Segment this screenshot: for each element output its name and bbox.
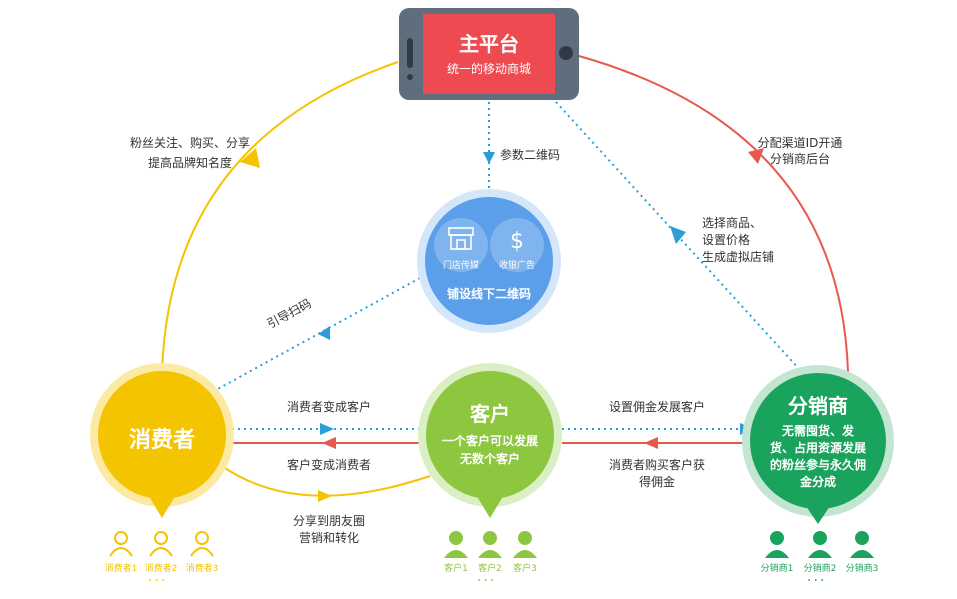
set-commission-label: 设置佣金发展客户	[608, 400, 705, 414]
select-label-line2: 设置价格	[702, 233, 751, 247]
select-label-line1: 选择商品、	[702, 216, 763, 230]
distributor-person-icons	[765, 531, 874, 558]
customer-person-label: 客户3	[513, 564, 537, 574]
customer-node-pin	[478, 498, 502, 518]
qr-param-arrowhead	[483, 152, 495, 164]
distributor-node	[750, 373, 886, 509]
select-label-line3: 生成虚拟店铺	[702, 250, 775, 264]
share-arc	[221, 465, 431, 497]
consumer-node-pin	[150, 498, 174, 518]
distributor-person-label: 分销商2	[803, 564, 837, 574]
share-arrowhead	[318, 490, 332, 502]
guide-scan-arrowhead	[318, 326, 330, 340]
platform-subtitle: 统一的移动商城	[446, 62, 531, 76]
customer-to-consumer-arrowhead	[322, 437, 336, 449]
consumer-person-label: 消费者2	[144, 564, 178, 574]
platform-phone: 主平台 统一的移动商城	[399, 8, 579, 100]
consumer-more: ···	[148, 573, 168, 589]
platform-title: 主平台	[459, 32, 519, 56]
phone-camera	[407, 74, 413, 80]
assign-label-line1: 分配渠道ID开通	[757, 136, 843, 150]
earn-commission-line2: 得佣金	[638, 475, 675, 489]
assign-arrowhead	[748, 148, 764, 164]
customer-desc-line1: 一个客户可以发展	[441, 434, 538, 448]
select-goods-arrowhead	[670, 226, 686, 244]
share-label-line1: 分享到朋友圈	[292, 514, 365, 528]
phone-speaker	[407, 38, 413, 68]
customer-desc-line2: 无数个客户	[459, 452, 520, 466]
assign-label-line2: 分销商后台	[769, 152, 830, 166]
qr-param-label: 参数二维码	[500, 148, 561, 162]
dollar-icon: $	[510, 229, 524, 254]
customer-to-consumer-label: 客户变成消费者	[286, 458, 371, 472]
share-label-line2: 营销和转化	[298, 531, 359, 545]
consumer-to-customer-arrowhead	[320, 423, 334, 435]
distributor-desc-line4: 金分成	[799, 475, 836, 489]
distributor-desc-line3: 的粉丝参与永久佣	[769, 458, 866, 472]
earn-commission-line1: 消费者购买客户获	[608, 458, 705, 472]
customer-person-icons	[444, 531, 537, 558]
earn-commission-arrowhead	[644, 437, 658, 449]
phone-home-button	[559, 46, 573, 60]
customer-person-label: 客户1	[444, 564, 468, 574]
fans-label-line2: 提高品牌知名度	[147, 156, 232, 170]
cash-ad-icon-bg	[490, 218, 544, 272]
distributor-person-label: 分销商1	[760, 564, 794, 574]
consumer-person-label: 消费者3	[185, 564, 219, 574]
customer-person-label: 客户2	[478, 564, 502, 574]
distributor-person-label: 分销商3	[845, 564, 879, 574]
store-media-label: 门店传媒	[442, 261, 479, 271]
distributor-desc-line2: 货、占用资源发展	[769, 441, 866, 455]
guide-scan-link	[215, 277, 421, 391]
consumer-to-customer-label: 消费者变成客户	[286, 400, 371, 414]
customer-more: ···	[477, 573, 497, 589]
fans-label-line1: 粉丝关注、购买、分享	[129, 136, 250, 150]
store-icon	[448, 227, 474, 250]
distributor-node-pin	[806, 506, 830, 524]
consumer-person-label: 消费者1	[104, 564, 138, 574]
consumer-person-icons	[109, 531, 214, 557]
assign-arc	[578, 55, 849, 373]
distributor-desc-line1: 无需囤货、发	[781, 424, 854, 438]
distributor-more: ···	[807, 573, 827, 589]
customer-node	[426, 371, 554, 499]
consumer-title: 消费者	[128, 428, 195, 453]
customer-title: 客户	[470, 402, 510, 426]
consumer-node	[98, 371, 226, 499]
qr-node-label: 铺设线下二维码	[446, 287, 531, 301]
cash-ad-label: 收银广告	[498, 261, 535, 271]
fans-arrowhead	[240, 148, 260, 168]
phone-screen: 主平台 统一的移动商城	[423, 14, 555, 94]
distributor-title: 分销商	[788, 394, 848, 418]
fans-arc	[161, 61, 399, 373]
store-media-icon-bg	[434, 218, 488, 272]
